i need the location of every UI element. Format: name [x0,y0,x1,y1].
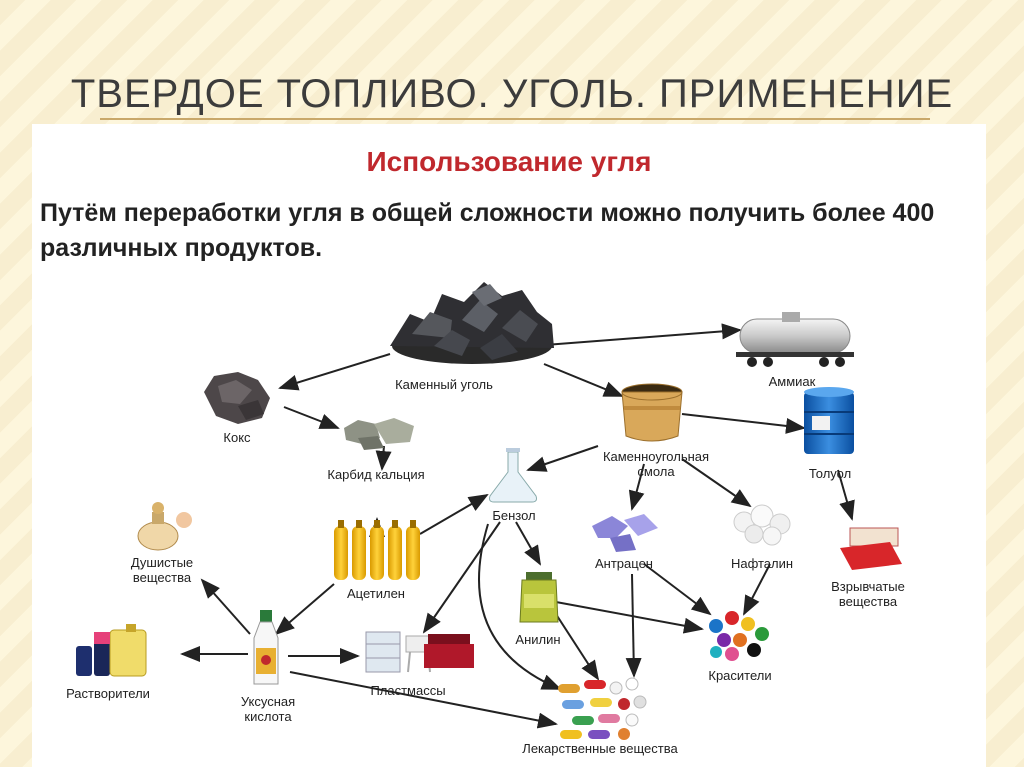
node-acetylene-label: Ацетилен [347,586,405,601]
node-tar-label-line2: смола [637,464,675,479]
explosives-image [840,528,902,570]
node-explosives-label-line2: вещества [839,594,898,609]
coke-image [204,372,270,424]
arrow-tar-benzene [528,446,598,470]
arrow-aniline-dyes [556,602,702,629]
coal-products-diagram: Каменный уголь Аммиак Кокс Каменноугольн… [32,124,986,767]
acetylene-cylinders-image [334,520,420,580]
node-ammonia-label: Аммиак [769,374,816,389]
node-benzene-label: Бензол [492,508,535,523]
node-solvents-label: Растворители [66,686,150,701]
plastics-image [366,632,474,672]
node-explosives-label-line1: Взрывчатые [831,579,905,594]
arrow-coal-coke [280,354,390,388]
node-toluene-label: Толуол [809,466,851,481]
node-acetic-label-line1: Уксусная [241,694,295,709]
arrow-naphthalene-dyes [744,564,770,614]
node-aniline-label: Анилин [515,632,560,647]
node-coke-label: Кокс [223,430,251,445]
node-naphthalene-label: Нафталин [731,556,793,571]
arrow-coal-tar [544,364,622,396]
content-panel: Использование угля Путём переработки угл… [32,124,986,767]
arrow-anthracene-dyes [644,564,710,614]
node-perfume-label-line2: вещества [133,570,192,585]
arrow-coal-ammonia [532,330,740,346]
arrow-anthracene-medicines [632,574,634,676]
medicines-image [558,678,646,740]
arrow-tar-toluene [682,414,804,428]
arrow-coke-carbide [284,407,338,428]
node-calcium-carbide-label: Карбид кальция [327,467,424,482]
slide-title: ТВЕРДОЕ ТОПЛИВО. УГОЛЬ. ПРИМЕНЕНИЕ [0,72,1024,117]
ammonia-tank-image [736,312,854,367]
node-acetic-label-line2: кислота [244,709,292,724]
toluene-barrel-image [804,387,854,454]
arrow-benzene-plastics [424,522,500,632]
aniline-bottle-image [520,572,558,622]
perfume-image [138,502,192,550]
acetic-acid-bottle-image [254,610,278,684]
node-medicines-label: Лекарственные вещества [522,741,678,756]
node-coal-label: Каменный уголь [395,377,493,392]
node-dyes-label: Красители [708,668,771,683]
arrow-carbide-calcium [382,446,384,469]
naphthalene-image [734,505,790,545]
arrow-acetylene-acetic [276,584,334,634]
anthracene-image [592,514,658,552]
node-perfume-label-line1: Душистые [131,555,193,570]
arrow-benzene-aniline [516,522,540,564]
dyes-image [709,611,769,661]
node-tar-label-line1: Каменноугольная [603,449,709,464]
title-divider [100,118,930,120]
arrow-acetic-medicines [290,672,556,724]
node-anthracene-label: Антрацен [595,556,653,571]
calcium-carbide-image [344,418,414,450]
benzene-flask-image [490,448,537,502]
coal-image [390,282,554,364]
arrow-acetylene-benzene [420,495,487,534]
arrow-tar-naphthalene [682,459,750,506]
arrow-acetic-perfume [202,580,250,634]
coal-tar-image [622,384,682,441]
node-plastics-label: Пластмассы [370,683,445,698]
solvents-image [76,624,146,676]
